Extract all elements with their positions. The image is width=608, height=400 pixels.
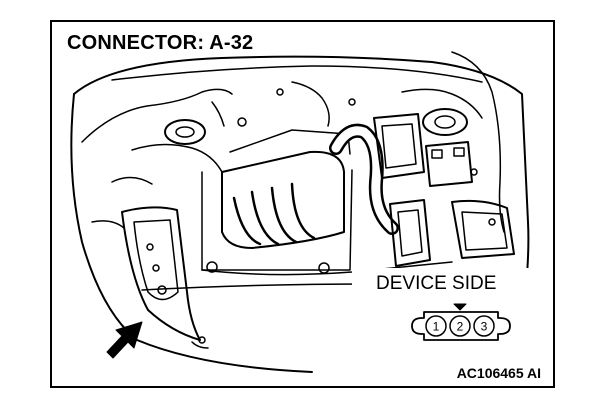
figure-id: AC106465 AI: [456, 365, 541, 381]
pin-2-circle: [449, 315, 471, 337]
connector-title: CONNECTOR: A-32: [67, 32, 254, 54]
connector-face: 1 2 3: [411, 303, 511, 341]
relay-box: [389, 199, 431, 267]
left-fender: [70, 93, 313, 373]
wiring-harness-right: [451, 51, 505, 233]
wiring-harness-left: [81, 88, 233, 143]
device-side-label: DEVICE SIDE: [376, 273, 497, 294]
pin-1-circle: [425, 315, 447, 337]
connector-key-mark: [453, 303, 467, 311]
inner-hood-line: [111, 65, 483, 83]
pin-3-circle: [473, 315, 495, 337]
front-lip: [141, 283, 373, 291]
air-cleaner-box: [373, 113, 425, 179]
hood-outline: [73, 55, 530, 323]
intake-manifold: [221, 150, 345, 249]
pin-1-label: 1: [433, 320, 440, 334]
left-headlamp: [121, 206, 201, 341]
radiator-support: [201, 261, 453, 276]
diagram-frame: 1 2 3 CONNECTOR: A-32 DEVICE SIDE AC1064…: [50, 20, 555, 388]
engine-block: [201, 169, 353, 271]
pin-3-label: 3: [481, 320, 488, 334]
right-strut-tower: [422, 108, 468, 136]
pin-2-label: 2: [457, 320, 464, 334]
connector-body: [411, 311, 511, 341]
battery: [425, 141, 473, 187]
engine-bay-illustration: 1 2 3: [70, 51, 552, 373]
right-headlamp: [451, 199, 515, 259]
connector-location-arrow: [106, 321, 143, 359]
left-strut-tower: [164, 119, 206, 145]
